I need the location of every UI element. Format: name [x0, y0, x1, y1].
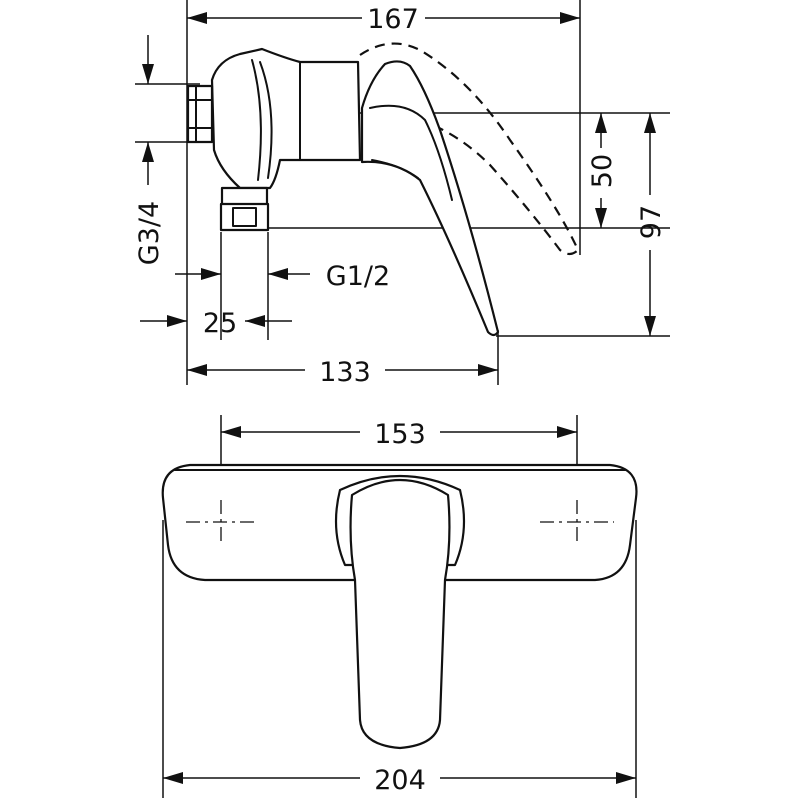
dim-167-label: 167 [367, 4, 419, 35]
dim-153-label: 153 [374, 419, 426, 450]
side-view: 167 G3/4 G1/2 25 133 50 [134, 0, 670, 388]
lever-highlight [369, 104, 453, 201]
lever-handle [360, 60, 500, 337]
dim-204-label: 204 [374, 765, 426, 796]
dim-g34-label: G3/4 [134, 201, 165, 265]
front-lever-handle [349, 479, 451, 750]
mixer-body [210, 47, 362, 190]
inlet-nut [186, 84, 214, 144]
lever-raised-outline [359, 42, 580, 256]
dim-g12-label: G1/2 [326, 261, 390, 292]
dim-50-label: 50 [587, 154, 618, 188]
dim-133-label: 133 [319, 357, 371, 388]
body-contour-inner [251, 59, 262, 181]
body-contour [259, 61, 273, 179]
dim-25-label: 25 [203, 308, 237, 339]
dim-97-label: 97 [636, 205, 667, 239]
front-view: 153 204 [161, 415, 638, 798]
